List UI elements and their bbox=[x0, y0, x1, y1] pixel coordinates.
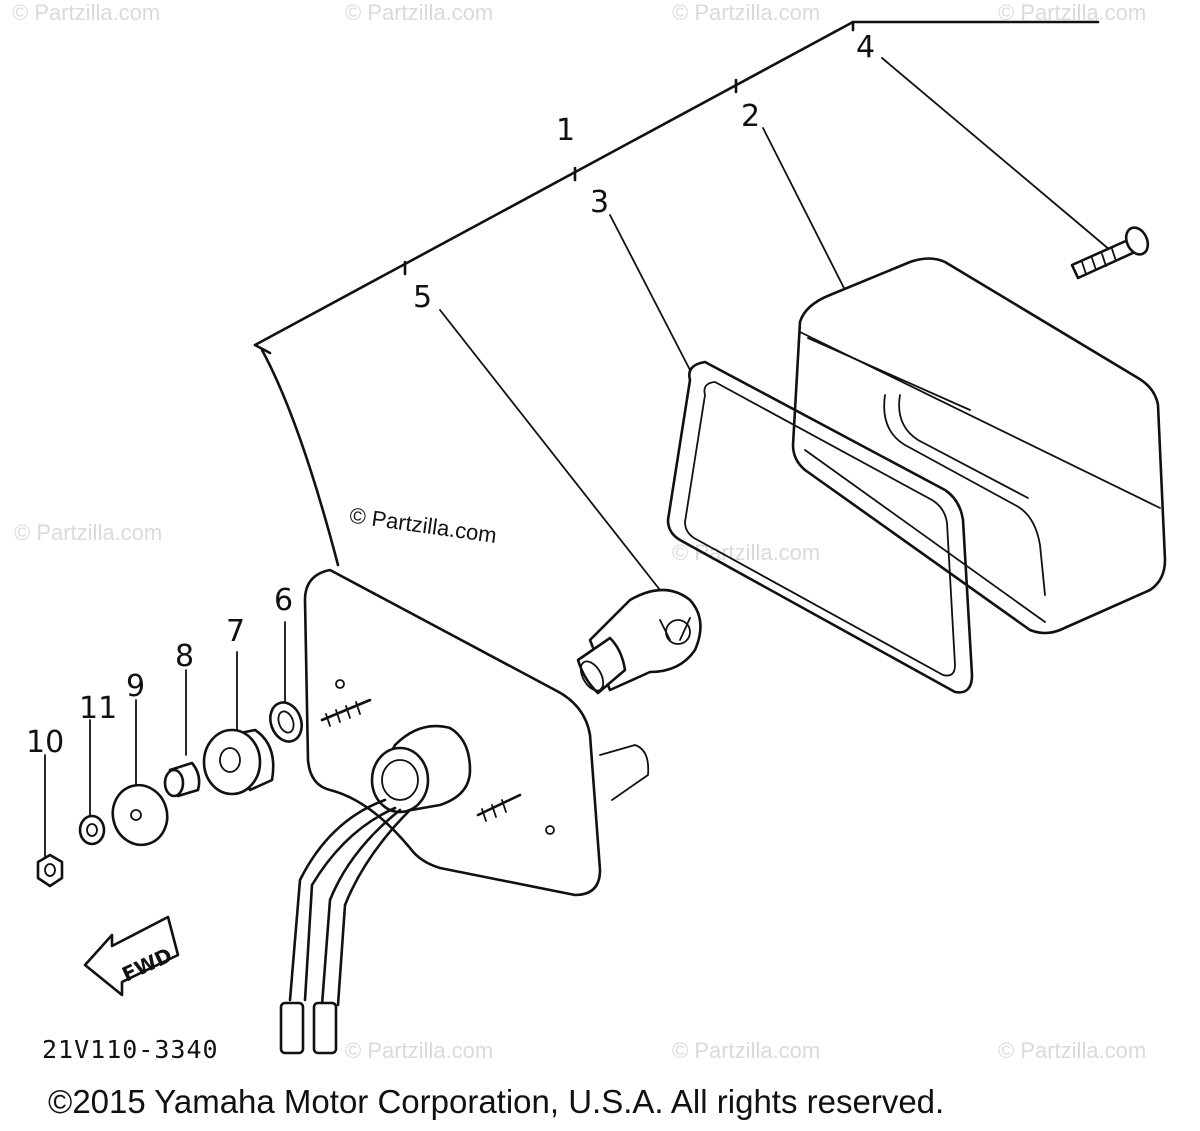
assembly-bracket bbox=[253, 20, 1100, 567]
watermark: © Partzilla.com bbox=[12, 0, 160, 25]
part-labels: 1 2 3 4 5 6 7 8 9 10 11 bbox=[26, 30, 875, 760]
label-part-2: 2 bbox=[741, 99, 760, 134]
tail-light-base bbox=[288, 568, 650, 1007]
leader-lines bbox=[44, 57, 1111, 859]
lock-washer bbox=[78, 814, 106, 846]
label-part-3: 3 bbox=[590, 185, 609, 220]
watermark: © Partzilla.com bbox=[14, 520, 162, 545]
watermark: © Partzilla.com bbox=[672, 0, 820, 25]
washer bbox=[269, 701, 303, 743]
label-part-10: 10 bbox=[26, 725, 64, 760]
label-part-11: 11 bbox=[79, 691, 117, 726]
label-part-9: 9 bbox=[126, 669, 145, 704]
bulb bbox=[576, 588, 702, 695]
watermark: © Partzilla.com bbox=[672, 1038, 820, 1063]
flat-washer bbox=[111, 783, 169, 847]
gasket bbox=[666, 360, 974, 694]
label-part-4: 4 bbox=[856, 30, 875, 65]
label-part-7: 7 bbox=[226, 614, 245, 649]
label-part-1: 1 bbox=[556, 113, 575, 148]
grommet bbox=[202, 728, 275, 796]
screw bbox=[1070, 226, 1150, 280]
watermark: © Partzilla.com bbox=[998, 1038, 1146, 1063]
nut bbox=[36, 853, 64, 888]
diagram-code: 21V110-3340 bbox=[42, 1035, 219, 1064]
watermark: © Partzilla.com bbox=[672, 540, 820, 565]
watermark-grid: © Partzilla.com © Partzilla.com © Partzi… bbox=[12, 0, 1146, 1063]
label-part-8: 8 bbox=[175, 639, 194, 674]
label-part-6: 6 bbox=[274, 583, 293, 618]
lens-housing bbox=[791, 257, 1167, 635]
center-watermark: © Partzilla.com bbox=[348, 503, 498, 548]
watermark: © Partzilla.com bbox=[345, 0, 493, 25]
collar bbox=[163, 761, 201, 798]
wire-connectors bbox=[279, 1001, 338, 1055]
label-part-5: 5 bbox=[413, 280, 432, 315]
watermark: © Partzilla.com bbox=[345, 1038, 493, 1063]
copyright-text: ©2015 Yamaha Motor Corporation, U.S.A. A… bbox=[48, 1083, 944, 1120]
forward-arrow-icon: FWD bbox=[83, 915, 180, 997]
